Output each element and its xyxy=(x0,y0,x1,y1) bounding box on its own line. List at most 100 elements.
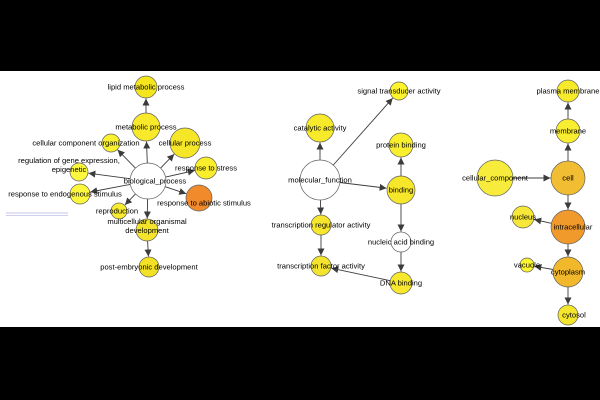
node-circle-vacuole[interactable] xyxy=(519,257,535,273)
edge-bp-to-endogenous xyxy=(90,183,131,195)
node-circle-catalytic[interactable] xyxy=(305,113,335,143)
node-endogenous[interactable]: response to endogenous stimulus xyxy=(8,183,122,205)
node-circle-cc[interactable] xyxy=(476,159,514,197)
letterbox-top xyxy=(0,0,600,71)
node-circle-nucleic[interactable] xyxy=(390,231,412,253)
node-label-endogenous: response to endogenous stimulus xyxy=(8,190,122,199)
overview-thumbnail-icon xyxy=(6,212,68,216)
node-circle-membrane[interactable] xyxy=(555,118,581,144)
node-label-vacuole: vacuole xyxy=(514,261,540,270)
node-circle-cell[interactable] xyxy=(550,160,586,196)
edge-bp-to-ccorg xyxy=(117,149,136,169)
edge-mf-to-binding xyxy=(339,182,387,191)
node-circle-nucleus[interactable] xyxy=(511,205,535,229)
node-dna[interactable]: DNA binding xyxy=(380,271,422,295)
node-circle-txfactor[interactable] xyxy=(310,255,332,277)
edge-bp-to-regulation xyxy=(88,170,131,180)
edge-bp-to-reproduction xyxy=(124,193,136,206)
node-metabolic[interactable]: metabolic process xyxy=(115,112,177,142)
node-label-postembryonic: post-embryonic development xyxy=(100,263,198,272)
node-txfactor[interactable]: transcription factor activity xyxy=(277,255,365,277)
node-mf[interactable]: molecular_function xyxy=(288,159,352,201)
node-circle-cytosol[interactable] xyxy=(557,304,579,326)
node-label-cell: cell xyxy=(562,174,574,183)
node-nucleic[interactable]: nucleic acid binding xyxy=(368,231,434,253)
node-circle-plasma[interactable] xyxy=(556,79,580,103)
node-circle-binding[interactable] xyxy=(386,175,416,205)
node-cc[interactable]: cellular_component xyxy=(462,159,529,197)
node-nucleus[interactable]: nucleus xyxy=(510,205,536,229)
node-vacuole[interactable]: vacuole xyxy=(514,257,540,273)
node-bp[interactable]: biological_process xyxy=(124,162,187,200)
node-cellproc[interactable]: cellular process xyxy=(159,127,212,159)
network-panel-background xyxy=(0,71,600,327)
edge-cytoplasm-to-vacuole xyxy=(534,264,554,271)
node-label-membrane: membrane xyxy=(550,127,586,136)
node-cell[interactable]: cell xyxy=(550,160,586,196)
node-circle-signal[interactable] xyxy=(389,81,409,101)
node-membrane[interactable]: membrane xyxy=(550,118,586,144)
node-circle-bp[interactable] xyxy=(129,162,167,200)
node-circle-dna[interactable] xyxy=(389,271,413,295)
node-reproduction[interactable]: reproduction xyxy=(96,202,138,220)
edge-multicellular-to-postembryonic xyxy=(144,240,152,257)
node-circle-multicellular[interactable] xyxy=(135,218,159,242)
node-circle-txreg[interactable] xyxy=(310,214,332,236)
node-label-lipid: lipid metabolic process xyxy=(108,83,185,92)
node-label-stress: response to stress xyxy=(175,164,237,173)
node-plasma[interactable]: plasma membrane xyxy=(537,79,600,103)
node-protein[interactable]: protein binding xyxy=(376,132,426,158)
node-label-binding: binding xyxy=(389,186,414,195)
node-label-plasma: plasma membrane xyxy=(537,87,600,96)
node-label-metabolic: metabolic process xyxy=(115,123,176,132)
edge-layer xyxy=(88,97,572,305)
node-circle-cellproc[interactable] xyxy=(169,127,201,159)
edge-dna-to-txfactor xyxy=(331,266,391,282)
node-label-bp: biological_process xyxy=(124,177,187,186)
node-postembryonic[interactable]: post-embryonic development xyxy=(100,256,199,278)
node-circle-abiotic[interactable] xyxy=(185,184,213,212)
node-label-intracellular: intracellular xyxy=(554,223,593,232)
node-circle-postembryonic[interactable] xyxy=(138,256,160,278)
node-label-reproduction: reproduction xyxy=(96,207,138,216)
edge-bp-to-stress xyxy=(165,168,195,178)
node-abiotic[interactable]: response to abiotic stimulus xyxy=(157,184,251,212)
node-circle-endogenous[interactable] xyxy=(69,183,91,205)
node-label-signal: signal transducer activity xyxy=(357,87,440,96)
edge-bp-to-metabolic xyxy=(143,141,151,164)
edge-bp-to-cellproc xyxy=(160,153,175,169)
node-label-catalytic: catalytic activity xyxy=(294,124,347,133)
node-binding[interactable]: binding xyxy=(386,175,416,205)
node-ccorg[interactable]: cellular component organization xyxy=(32,133,140,153)
node-stress[interactable]: response to stress xyxy=(175,156,237,180)
node-circle-intracellular[interactable] xyxy=(550,209,586,245)
node-circle-protein[interactable] xyxy=(388,132,414,158)
node-regulation[interactable]: regulation of gene expression,epigenetic xyxy=(18,156,120,182)
node-circle-metabolic[interactable] xyxy=(131,112,161,142)
node-label-cytoplasm: cytoplasm xyxy=(551,268,585,277)
node-lipid[interactable]: lipid metabolic process xyxy=(108,75,185,99)
edge-mf-to-signal xyxy=(332,97,394,166)
node-label-ccorg: cellular component organization xyxy=(32,139,139,148)
node-circle-stress[interactable] xyxy=(194,156,218,180)
node-label-cytosol: cytosol xyxy=(562,311,586,320)
node-cytosol[interactable]: cytosol xyxy=(557,304,586,326)
node-cytoplasm[interactable]: cytoplasm xyxy=(551,256,585,288)
node-circle-mf[interactable] xyxy=(299,159,341,201)
node-circle-regulation[interactable] xyxy=(69,162,89,182)
node-circle-cytoplasm[interactable] xyxy=(552,256,584,288)
node-label-abiotic: response to abiotic stimulus xyxy=(157,199,251,208)
node-intracellular[interactable]: intracellular xyxy=(550,209,593,245)
node-circle-reproduction[interactable] xyxy=(110,202,128,220)
node-signal[interactable]: signal transducer activity xyxy=(357,81,441,101)
edge-bp-to-abiotic xyxy=(164,186,187,195)
node-txreg[interactable]: transcription regulator activity xyxy=(272,214,371,236)
letterbox-bottom xyxy=(0,327,600,400)
node-circle-lipid[interactable] xyxy=(134,75,158,99)
node-label-txfactor: transcription factor activity xyxy=(277,262,365,271)
node-catalytic[interactable]: catalytic activity xyxy=(294,113,347,143)
node-circle-ccorg[interactable] xyxy=(101,133,121,153)
